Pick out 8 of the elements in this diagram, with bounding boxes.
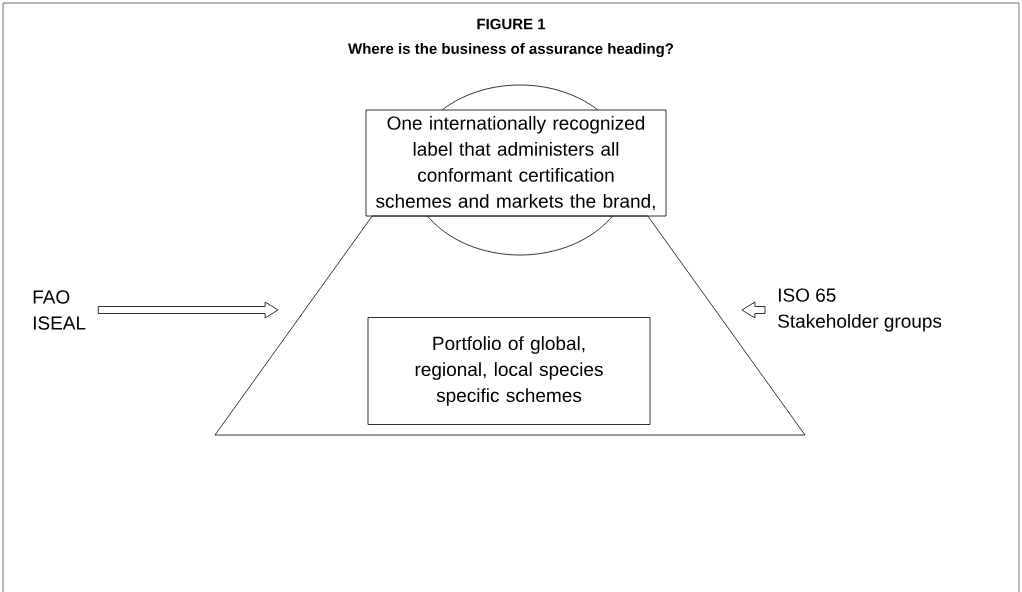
side-label: FAO ISEAL — [33, 290, 86, 330]
text-box: Portfolio of global, regional, local species specific schemes — [367, 317, 651, 425]
figure-subtitle: Where is the business of assurance heading? — [348, 43, 674, 58]
block-arrow — [741, 301, 766, 319]
figure-title: FIGURE 1 — [477, 18, 546, 30]
block-arrow — [97, 301, 279, 319]
text-box: One internationally recognized label that administers all conformant certification schemes and markets the brand, — [365, 109, 667, 217]
side-label: ISO 65 Stakeholder groups — [778, 288, 942, 332]
